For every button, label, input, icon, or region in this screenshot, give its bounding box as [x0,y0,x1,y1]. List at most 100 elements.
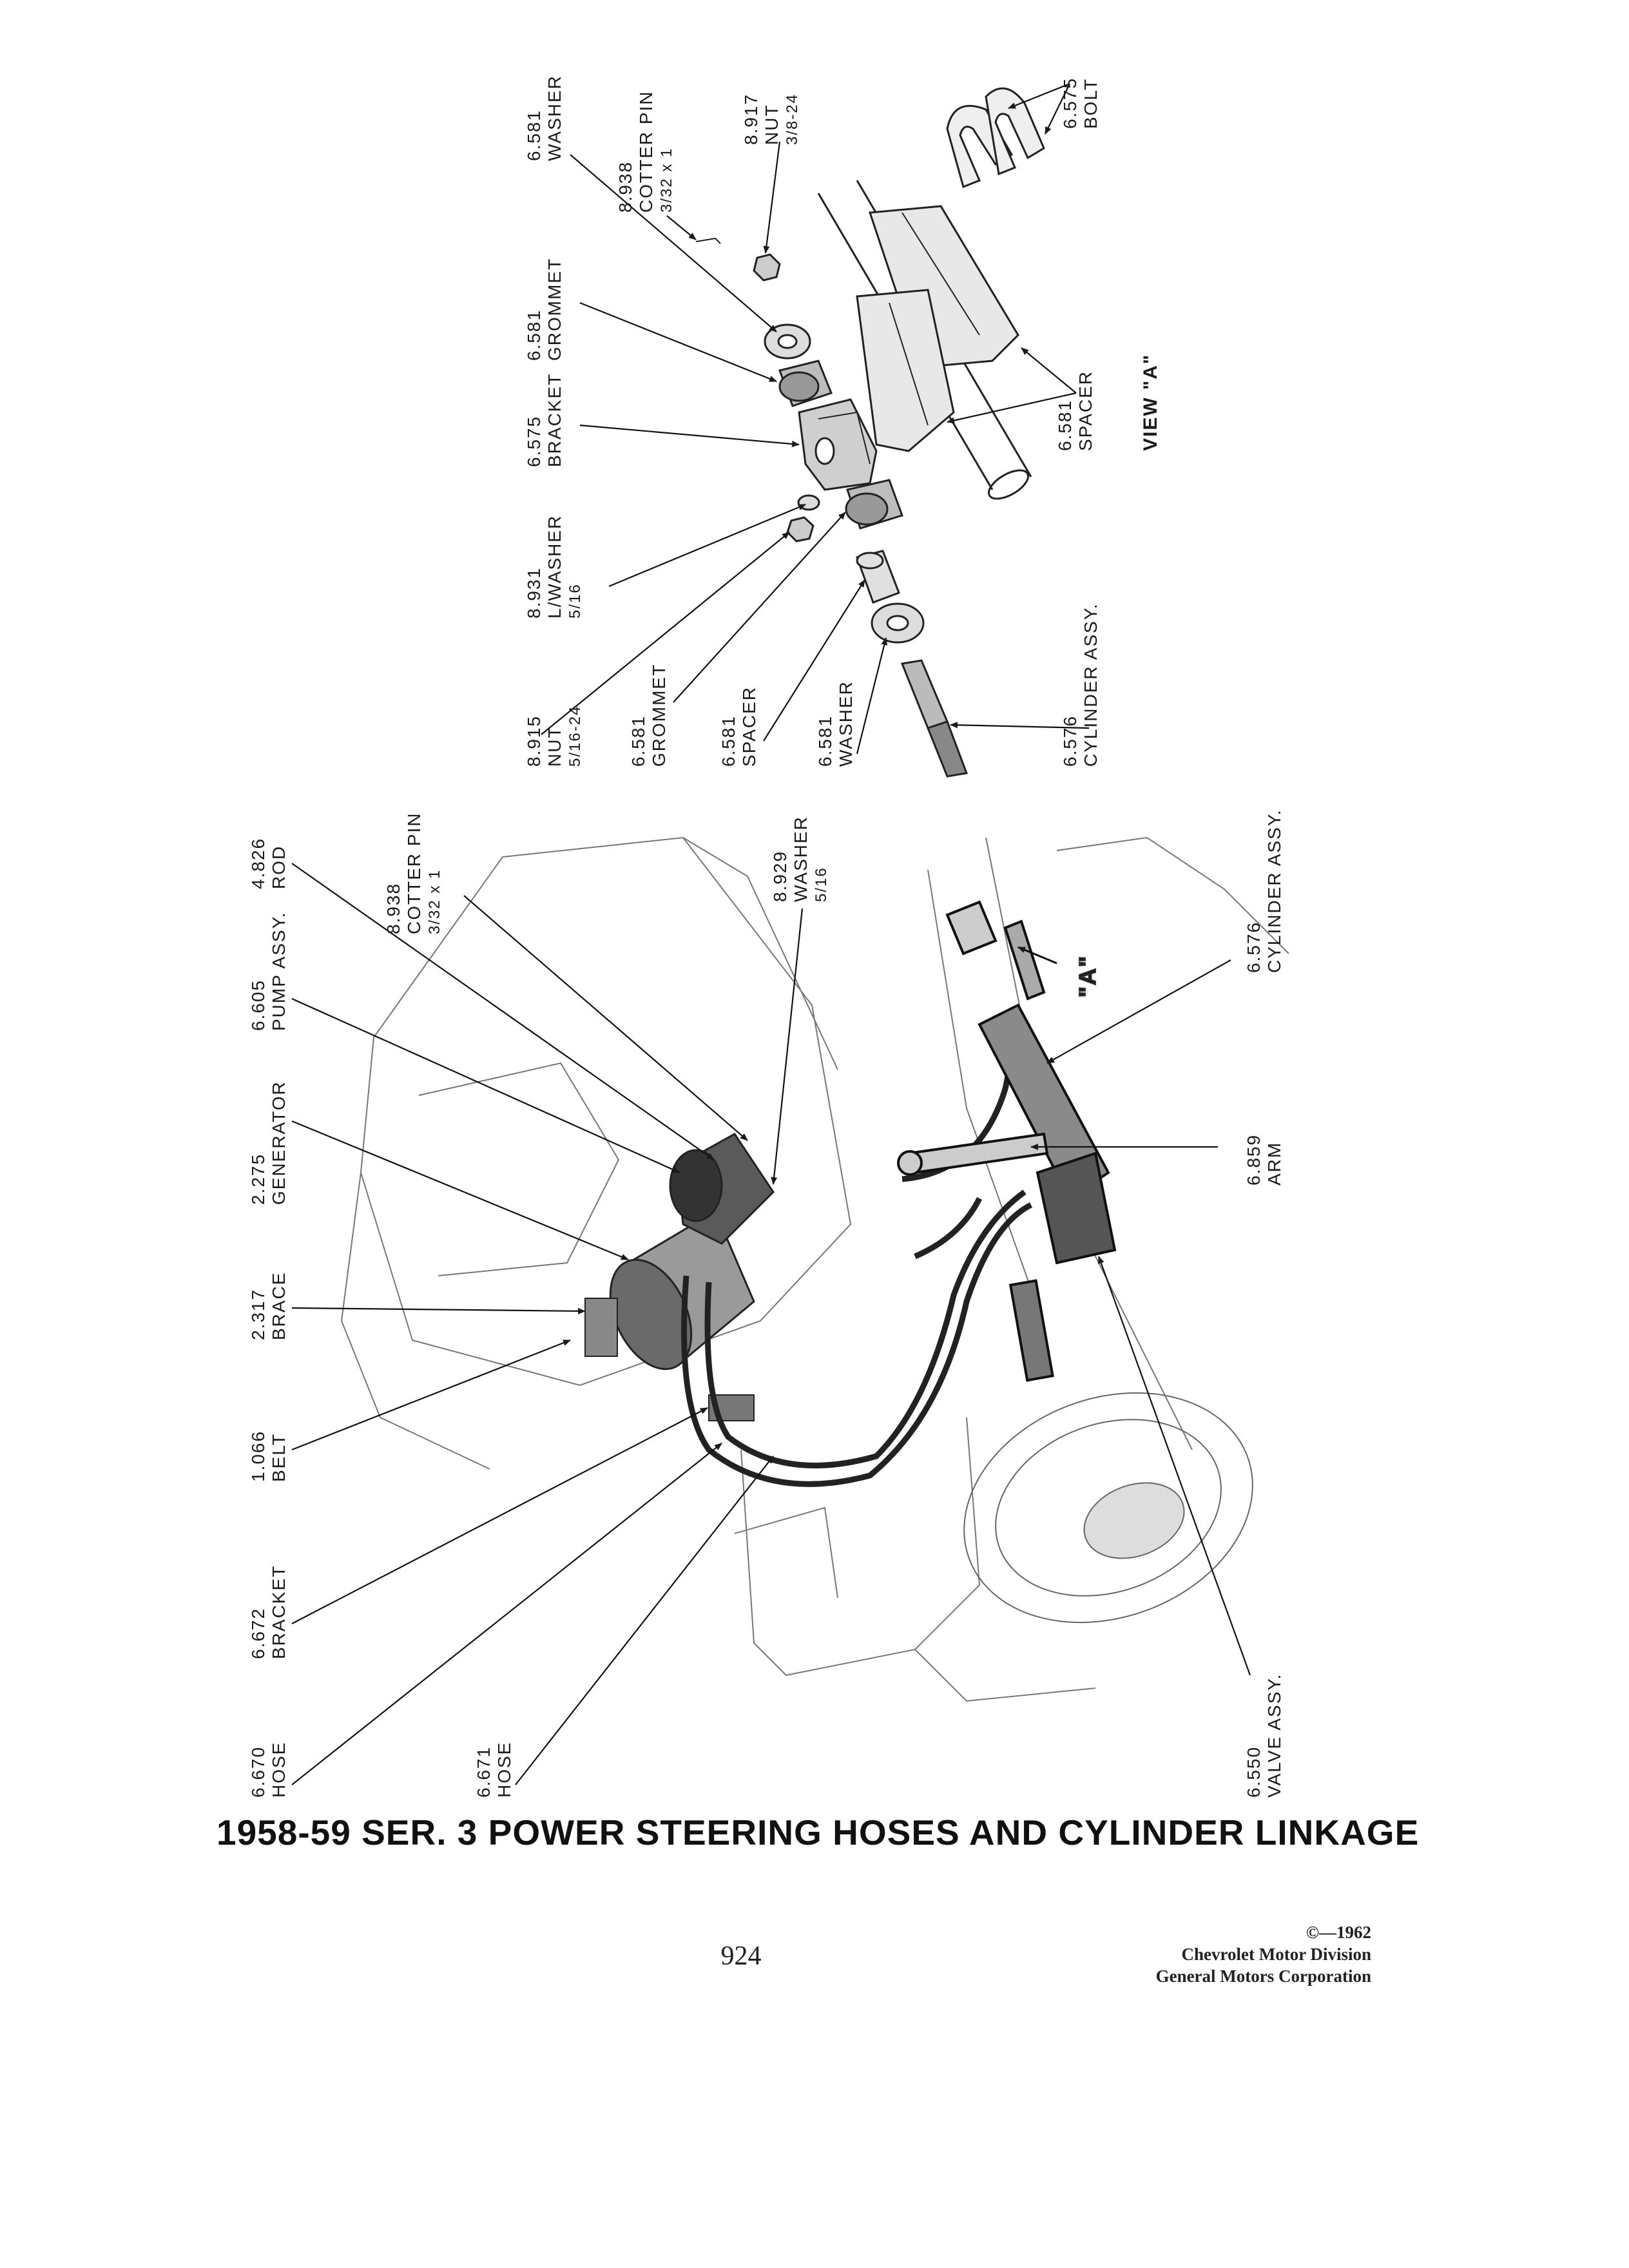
view-a-illustration [695,87,1045,778]
svg-text:GROMMET: GROMMET [649,664,669,767]
svg-text:BRACE: BRACE [269,1272,289,1340]
svg-text:8.929: 8.929 [770,850,790,902]
callout-cylinder-main: 6.576 CYLINDER ASSY. [1244,809,1284,973]
callout-nut-top: 8.917 NUT 3/8-24 [741,93,801,145]
callout-cotter-pin-top: 8.938 COTTER PIN 3/32 x 1 [615,90,675,213]
a-marker: "A" [1074,955,1101,997]
engine-outline [340,836,1289,1702]
callout-spacer-bottom: 6.581 SPACER [718,686,759,767]
figure-caption: 1958-59 SER. 3 POWER STEERING HOSES AND … [217,1812,1420,1852]
svg-text:L/WASHER: L/WASHER [545,515,564,619]
svg-text:6.581: 6.581 [815,715,835,767]
callout-bolt: 6.575 BOLT [1060,77,1101,129]
main-view-illustration: "A" [340,836,1289,1702]
svg-text:WASHER: WASHER [791,816,811,902]
callout-hose-right: 6.671 HOSE [474,1742,514,1798]
callout-nut-bottom: 8.915 NUT 5/16-24 [524,706,584,767]
svg-text:8.915: 8.915 [524,715,544,767]
copyright-block: ©—1962 Chevrolet Motor Division General … [1156,1921,1371,1987]
svg-text:6.550: 6.550 [1244,1746,1264,1798]
svg-text:6.581: 6.581 [524,309,544,361]
grommet-bottom-part [845,479,903,530]
callout-grommet-bottom: 6.581 GROMMET [628,664,669,767]
svg-text:8.938: 8.938 [615,161,635,213]
svg-text:GROMMET: GROMMET [545,258,564,361]
callout-generator: 2.275 GENERATOR [248,1081,289,1205]
view-a-callouts: VIEW "A" 6.581 WASHER 8.938 COTTER PIN 3… [524,75,1161,767]
svg-text:3/8-24: 3/8-24 [784,93,801,145]
svg-text:WASHER: WASHER [836,680,856,767]
svg-text:6.575: 6.575 [524,416,544,467]
svg-text:ARM: ARM [1264,1142,1284,1186]
svg-text:2.275: 2.275 [248,1153,268,1205]
callout-cylinder-view-a: 6.576 CYLINDER ASSY. [1060,602,1101,767]
callout-washer-top: 6.581 WASHER [524,75,564,161]
svg-text:6.581: 6.581 [628,715,648,767]
washer-bottom-part [871,602,925,644]
callout-spacer-right: 6.581 SPACER [1055,370,1095,451]
svg-text:6.859: 6.859 [1244,1134,1264,1186]
svg-text:6.670: 6.670 [248,1746,268,1798]
svg-text:3/32 x 1: 3/32 x 1 [426,869,443,934]
svg-text:WASHER: WASHER [545,75,564,161]
svg-text:NUT: NUT [545,726,564,767]
cylinder-part [945,900,1110,1200]
callout-pump: 6.605 PUMP ASSY. [248,912,289,1032]
svg-text:BOLT: BOLT [1081,78,1101,129]
svg-text:ROD: ROD [269,845,289,889]
svg-text:6.672: 6.672 [248,1608,268,1659]
svg-text:6.581: 6.581 [1055,399,1075,451]
callout-cotter-pin-main: 8.938 COTTER PIN 3/32 x 1 [383,812,443,934]
callout-arm: 6.859 ARM [1244,1134,1284,1186]
pump-part [669,1133,775,1245]
svg-text:COTTER PIN: COTTER PIN [636,90,656,213]
svg-text:NUT: NUT [762,104,782,145]
svg-text:GENERATOR: GENERATOR [269,1081,289,1205]
cylinder-rod-part [900,659,969,778]
nut-top-part [753,253,781,282]
generator-part [609,1209,755,1370]
bracket-part [798,398,878,491]
svg-text:4.826: 4.826 [248,838,268,889]
spacer-bottom-part [856,550,900,604]
spacer-right-part [856,205,1019,452]
arm-part [897,1132,1049,1176]
svg-text:2.317: 2.317 [248,1289,268,1340]
svg-text:VALVE ASSY.: VALVE ASSY. [1264,1673,1284,1798]
copyright-division: Chevrolet Motor Division [1181,1945,1371,1964]
view-a-title: VIEW "A" [1140,354,1161,451]
svg-text:6.576: 6.576 [1060,715,1080,767]
svg-text:SPACER: SPACER [1075,370,1095,451]
view-a-direction-arrow [1017,946,1057,965]
svg-text:3/32 x 1: 3/32 x 1 [658,148,675,213]
svg-text:1.066: 1.066 [248,1430,268,1482]
callout-bracket-main: 6.672 BRACKET [248,1565,289,1659]
bolt-part [946,87,1045,189]
nut-bottom-part [786,516,815,543]
leader-lines [291,82,1251,1785]
svg-text:6.671: 6.671 [474,1746,494,1798]
svg-text:6.576: 6.576 [1244,921,1264,973]
main-view-callouts: 4.826 ROD 8.938 COTTER PIN 3/32 x 1 8.92… [248,809,1284,1798]
svg-text:BRACKET: BRACKET [545,373,564,467]
svg-text:8.938: 8.938 [383,883,403,934]
svg-text:6.581: 6.581 [524,110,544,161]
svg-text:6.605: 6.605 [248,979,268,1031]
valve-part [1008,1151,1117,1382]
svg-text:8.917: 8.917 [741,93,761,145]
callout-grommet-top: 6.581 GROMMET [524,258,564,361]
callout-washer-bottom: 6.581 WASHER [815,680,856,767]
svg-text:COTTER PIN: COTTER PIN [404,812,424,934]
svg-text:5/16: 5/16 [566,583,584,619]
brace-part [584,1298,618,1357]
callout-rod: 4.826 ROD [248,838,289,889]
brake-drum [963,1392,1253,1624]
svg-text:6.575: 6.575 [1060,77,1080,129]
svg-text:CYLINDER ASSY.: CYLINDER ASSY. [1081,602,1101,767]
svg-text:6.581: 6.581 [718,715,738,767]
callout-hose-left: 6.670 HOSE [248,1742,289,1798]
callout-brace: 2.317 BRACE [248,1272,289,1340]
callout-valve: 6.550 VALVE ASSY. [1244,1673,1284,1798]
